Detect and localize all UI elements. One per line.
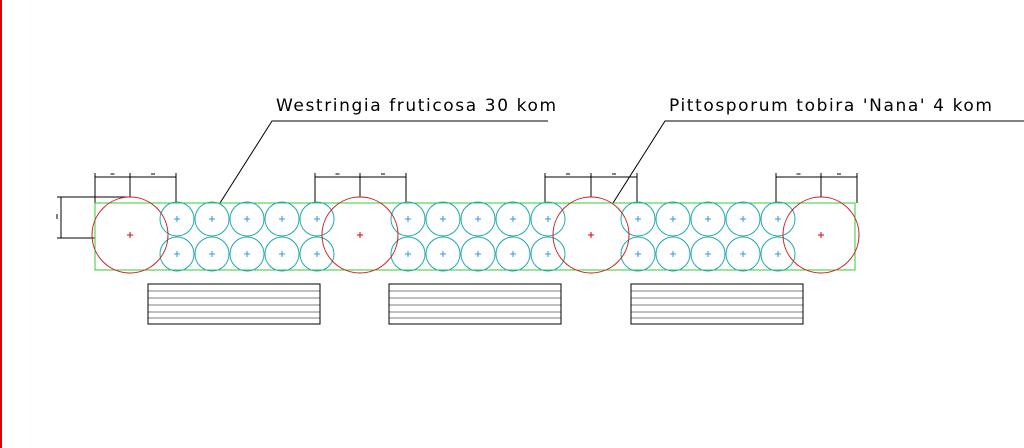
westringia-circle-14 bbox=[530, 201, 566, 237]
westringia-circle-4 bbox=[299, 201, 335, 237]
westringia-circle-13 bbox=[495, 201, 531, 237]
planting-bed bbox=[94, 202, 856, 271]
westringia-marker-22 bbox=[705, 216, 711, 222]
westringia-circle-28 bbox=[725, 236, 761, 272]
westringia-marker-6 bbox=[209, 251, 215, 257]
westringia-circle-18 bbox=[495, 236, 531, 272]
westringia-circle-6 bbox=[194, 236, 230, 272]
westringia-marker-28 bbox=[740, 251, 746, 257]
bench-2 bbox=[630, 283, 804, 325]
westringia-circle-25 bbox=[620, 236, 656, 272]
westringia-marker-29 bbox=[775, 251, 781, 257]
westringia-marker-14 bbox=[545, 216, 551, 222]
westringia-circle-20 bbox=[620, 201, 656, 237]
westringia-circle-16 bbox=[425, 236, 461, 272]
pittosporum-plants bbox=[91, 196, 860, 274]
westringia-marker-10 bbox=[405, 216, 411, 222]
pittosporum-marker-3 bbox=[818, 232, 824, 238]
westringia-circle-21 bbox=[655, 201, 691, 237]
westringia-marker-3 bbox=[279, 216, 285, 222]
westringia-circle-17 bbox=[460, 236, 496, 272]
pittosporum-circle-2 bbox=[552, 196, 630, 274]
westringia-marker-8 bbox=[279, 251, 285, 257]
westringia-circle-23 bbox=[725, 201, 761, 237]
westringia-marker-15 bbox=[405, 251, 411, 257]
westringia-marker-21 bbox=[670, 216, 676, 222]
pittosporum-circle-1 bbox=[321, 196, 399, 274]
dimension-lines bbox=[56, 173, 858, 239]
westringia-circle-24 bbox=[760, 201, 796, 237]
westringia-circle-5 bbox=[159, 236, 195, 272]
westringia-marker-13 bbox=[510, 216, 516, 222]
westringia-marker-18 bbox=[510, 251, 516, 257]
westringia-marker-4 bbox=[314, 216, 320, 222]
westringia-marker-25 bbox=[635, 251, 641, 257]
pittosporum-label: Pittosporum tobira 'Nana' 4 kom bbox=[669, 96, 994, 116]
westringia-circle-3 bbox=[264, 201, 300, 237]
pittosporum-circle-3 bbox=[782, 196, 860, 274]
leader-lines bbox=[219, 120, 1024, 204]
westringia-marker-23 bbox=[740, 216, 746, 222]
westringia-circle-1 bbox=[194, 201, 230, 237]
westringia-label: Westringia fruticosa 30 kom bbox=[276, 96, 558, 116]
westringia-circle-19 bbox=[530, 236, 566, 272]
bench-1 bbox=[388, 283, 562, 325]
westringia-marker-12 bbox=[475, 216, 481, 222]
westringia-circle-29 bbox=[760, 236, 796, 272]
westringia-marker-7 bbox=[244, 251, 250, 257]
westringia-marker-19 bbox=[545, 251, 551, 257]
westringia-circle-10 bbox=[390, 201, 426, 237]
westringia-plants bbox=[159, 201, 796, 272]
westringia-marker-9 bbox=[314, 251, 320, 257]
pittosporum-leader bbox=[612, 120, 1024, 204]
westringia-circle-26 bbox=[655, 236, 691, 272]
pittosporum-marker-0 bbox=[127, 232, 133, 238]
westringia-marker-11 bbox=[440, 216, 446, 222]
pittosporum-marker-1 bbox=[357, 232, 363, 238]
westringia-circle-2 bbox=[229, 201, 265, 237]
westringia-circle-27 bbox=[690, 236, 726, 272]
westringia-marker-16 bbox=[440, 251, 446, 257]
westringia-marker-20 bbox=[635, 216, 641, 222]
pittosporum-circle-0 bbox=[91, 196, 169, 274]
westringia-marker-1 bbox=[209, 216, 215, 222]
westringia-marker-2 bbox=[244, 216, 250, 222]
westringia-circle-8 bbox=[264, 236, 300, 272]
westringia-marker-0 bbox=[174, 216, 180, 222]
westringia-circle-15 bbox=[390, 236, 426, 272]
westringia-circle-22 bbox=[690, 201, 726, 237]
westringia-marker-24 bbox=[775, 216, 781, 222]
westringia-circle-0 bbox=[159, 201, 195, 237]
bed-outline bbox=[94, 202, 856, 271]
westringia-marker-26 bbox=[670, 251, 676, 257]
westringia-circle-9 bbox=[299, 236, 335, 272]
westringia-circle-11 bbox=[425, 201, 461, 237]
westringia-marker-27 bbox=[705, 251, 711, 257]
westringia-leader bbox=[219, 120, 548, 204]
pittosporum-marker-2 bbox=[588, 232, 594, 238]
westringia-circle-12 bbox=[460, 201, 496, 237]
benches bbox=[147, 283, 804, 325]
westringia-marker-17 bbox=[475, 251, 481, 257]
westringia-circle-7 bbox=[229, 236, 265, 272]
bench-0 bbox=[147, 283, 321, 325]
westringia-marker-5 bbox=[174, 251, 180, 257]
